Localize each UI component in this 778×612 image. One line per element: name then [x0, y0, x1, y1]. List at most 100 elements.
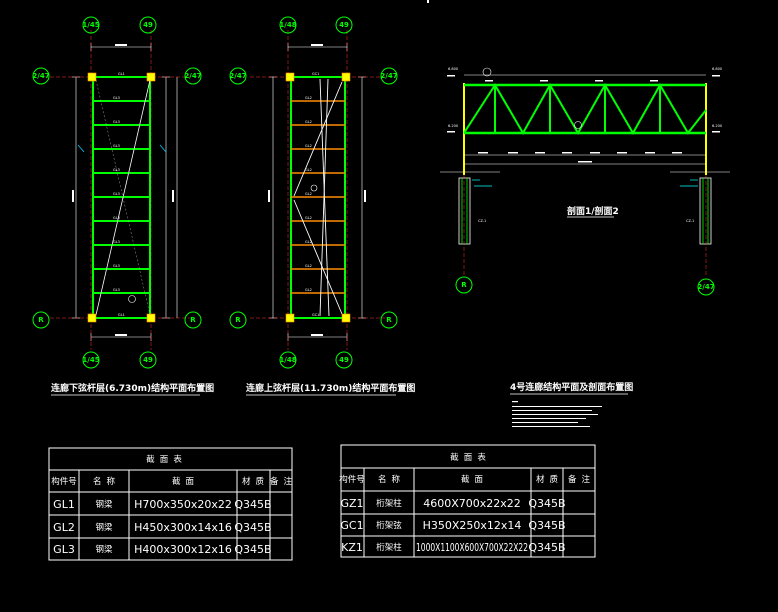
table2-cell: 桁架弦	[376, 520, 402, 531]
table2-cell: KZ1	[341, 541, 363, 554]
section-table-2	[340, 444, 596, 558]
table2-header-4: 备 注	[568, 474, 591, 485]
table1-cell: Q345B	[234, 498, 271, 511]
svg-text:GL2: GL2	[305, 144, 312, 148]
plan1-axis-top-right: 49	[143, 21, 153, 29]
table2-header-0: 构件号	[339, 474, 365, 485]
table1-cell: GL3	[53, 543, 75, 556]
table2-header-1: 名 称	[378, 474, 401, 485]
table1-row: GL2 钢梁 H450x300x14x16 Q345B	[53, 521, 271, 534]
table1-cell: H700x350x20x22	[134, 498, 232, 511]
table2-cell: H350X250x12x14	[423, 519, 522, 532]
svg-text:6.200: 6.200	[448, 124, 458, 128]
table2-row: GC1 桁架弦 H350X250x12x14 Q345B	[340, 519, 565, 532]
section-title: 剖面1/剖面2	[567, 205, 619, 217]
table1-cell: Q345B	[234, 521, 271, 534]
svg-text:GL3: GL3	[113, 120, 120, 124]
svg-text:GC1: GC1	[312, 313, 319, 317]
svg-text:CZ-1: CZ-1	[686, 219, 694, 223]
svg-text:GL2: GL2	[305, 288, 312, 292]
plan2-axis-top-left: 1/48	[279, 21, 296, 29]
plan2-axis-bottom-left: 1/48	[279, 356, 296, 364]
plan2-caption: 连廊上弦杆层(11.730m)结构平面布置图	[246, 382, 415, 394]
svg-text:6.800: 6.800	[448, 67, 458, 71]
table2-cell: Q345B	[528, 519, 565, 532]
table1-cell: Q345B	[234, 543, 271, 556]
svg-text:GL2: GL2	[305, 168, 312, 172]
plan1-axis-bottom-right: 49	[143, 356, 153, 364]
table2-row: GZ1 桁架柱 4600X700x22x22 Q345B	[340, 497, 565, 510]
section-caption: 4号连廊结构平面及剖面布置图	[510, 381, 633, 393]
table2-row: KZ1 桁架柱 1000X1100X600X700X22X22 Q345B	[341, 541, 565, 554]
table2-title: 截 面 表	[450, 452, 486, 463]
plan1-axis-right-bottom: R	[190, 316, 196, 324]
svg-text:GL1: GL1	[118, 313, 125, 317]
svg-text:GL3: GL3	[113, 264, 120, 268]
section-axis-left: R	[461, 281, 467, 289]
svg-text:GL2: GL2	[305, 120, 312, 124]
svg-text:GL3: GL3	[113, 168, 120, 172]
svg-text:GL2: GL2	[305, 96, 312, 100]
svg-text:6.200: 6.200	[712, 124, 722, 128]
table2-cell: GZ1	[340, 497, 363, 510]
section-axis-right: 2/47	[697, 283, 714, 291]
plan2-axis-bottom-right: 49	[339, 356, 349, 364]
truss-section: 6.800 6.800 6.200 6.200 CZ-1 CZ-1 R 2/47 剖面…	[440, 67, 730, 427]
plan1-axis-left-bottom: R	[38, 316, 44, 324]
table1-cell: 钢梁	[95, 544, 113, 555]
plan2-axis-top-right: 49	[339, 21, 349, 29]
table1-cell: H450x300x14x16	[134, 521, 232, 534]
table2-header-row: 构件号 名 称 截 面 材 质 备 注	[339, 474, 590, 485]
table2-cell: Q345B	[528, 497, 565, 510]
svg-text:GL1: GL1	[118, 72, 125, 76]
table1-row: GL3 钢梁 H400x300x12x16 Q345B	[53, 543, 271, 556]
plan1-axis-top-left: 1/45	[82, 21, 99, 29]
svg-text:GL3: GL3	[113, 192, 120, 196]
table1-header-1: 名 称	[93, 476, 116, 487]
table2-header-3: 材 质	[536, 474, 559, 485]
table2-header-2: 截 面	[461, 474, 484, 485]
svg-text:CZ-1: CZ-1	[478, 219, 486, 223]
table1-header-0: 构件号	[51, 476, 77, 487]
table2-cell: Q345B	[528, 541, 565, 554]
svg-text:6.800: 6.800	[712, 67, 722, 71]
svg-text:GC1: GC1	[312, 72, 319, 76]
svg-text:GL3: GL3	[113, 144, 120, 148]
table1-cell: H400x300x12x16	[134, 543, 232, 556]
plan1-axis-left-top: 2/47	[32, 72, 49, 80]
table1-cell: GL1	[53, 498, 75, 511]
table1-title: 截 面 表	[146, 454, 182, 465]
table1-cell: GL2	[53, 521, 75, 534]
plan2-axis-left-top: 2/47	[229, 72, 246, 80]
table1-header-3: 材 质	[242, 476, 265, 487]
table2-cell: 桁架柱	[376, 498, 402, 509]
plan2-axis-right-bottom: R	[386, 316, 392, 324]
table1-cell: 钢梁	[95, 499, 113, 510]
svg-text:GL2: GL2	[305, 192, 312, 196]
svg-text:GL3: GL3	[113, 240, 120, 244]
table1-row: GL1 钢梁 H700x350x20x22 Q345B	[53, 498, 271, 511]
svg-text:GL2: GL2	[305, 240, 312, 244]
plan1-caption: 连廊下弦杆层(6.730m)结构平面布置图	[51, 382, 214, 394]
table1-header-row: 构件号 名 称 截 面 材 质 备 注	[51, 476, 292, 487]
table1-header-4: 备 注	[270, 476, 293, 487]
table1-header-2: 截 面	[172, 476, 195, 487]
svg-text:GL3: GL3	[113, 96, 120, 100]
plan2-axis-right-top: 2/47	[380, 72, 397, 80]
plan1-axis-bottom-left: 1/45	[82, 356, 99, 364]
table2-cell: GC1	[340, 519, 363, 532]
table1-cell: 钢梁	[95, 522, 113, 533]
svg-text:GL2: GL2	[305, 264, 312, 268]
section-table-1	[48, 447, 293, 561]
svg-text:GL3: GL3	[113, 216, 120, 220]
plan1-axis-right-top: 2/47	[184, 72, 201, 80]
svg-text:GL2: GL2	[305, 216, 312, 220]
table2-cell: 4600X700x22x22	[423, 497, 521, 510]
table2-cell: 1000X1100X600X700X22X22	[416, 541, 528, 554]
svg-text:GL3: GL3	[113, 288, 120, 292]
plan2-axis-left-bottom: R	[235, 316, 241, 324]
table2-cell: 桁架柱	[376, 542, 402, 553]
